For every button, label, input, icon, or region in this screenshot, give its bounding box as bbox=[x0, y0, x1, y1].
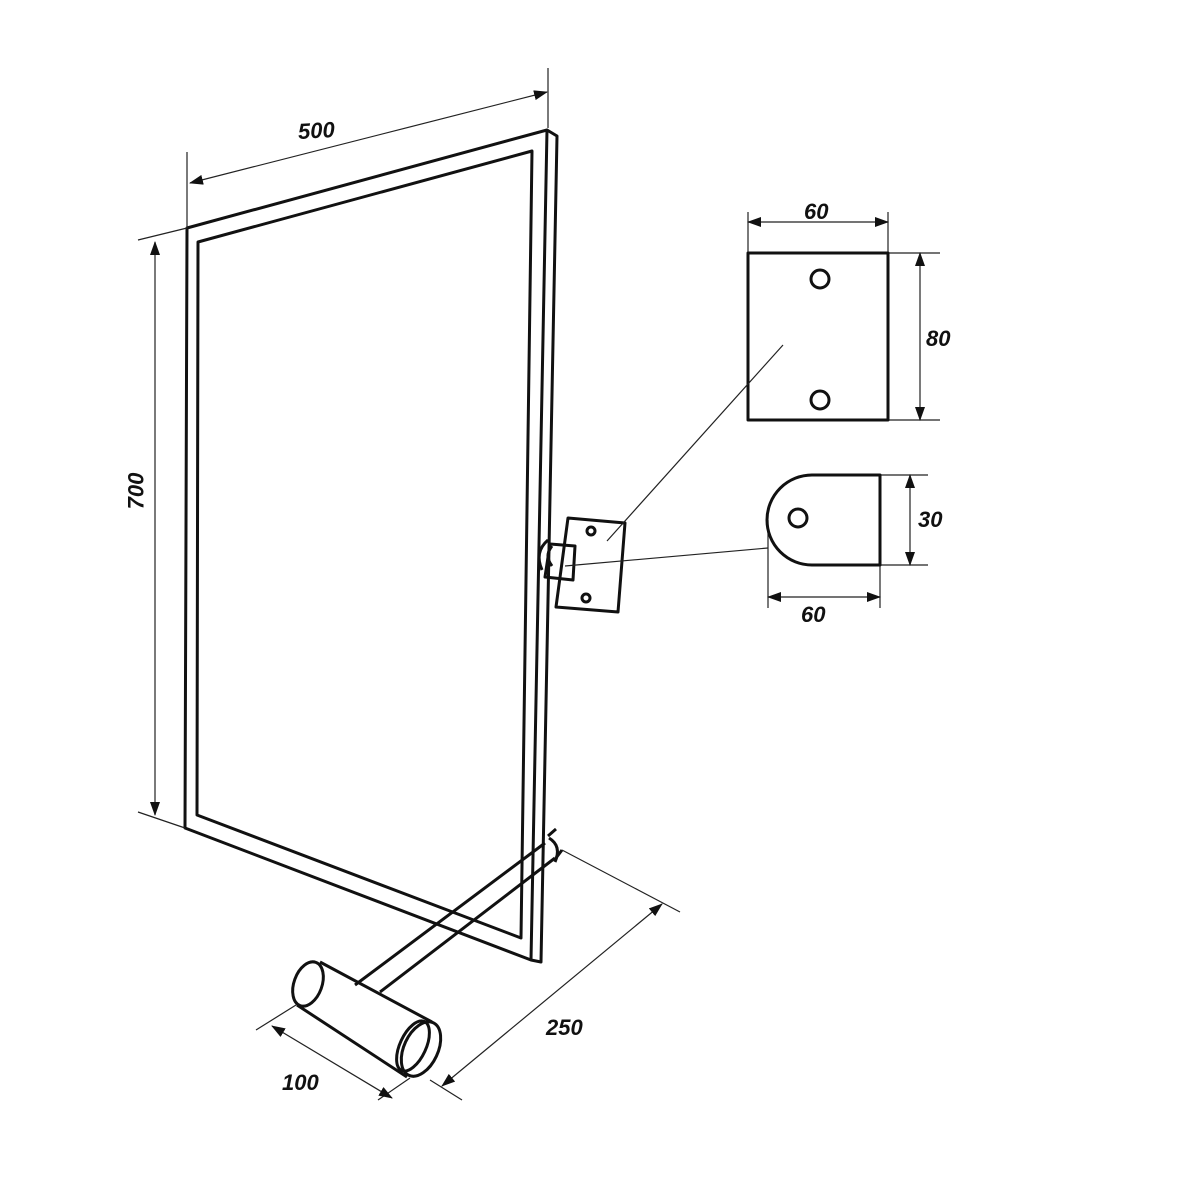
mirror-frame bbox=[183, 128, 559, 964]
plate-detail bbox=[746, 251, 890, 422]
dim-stand-length: 250 bbox=[546, 1015, 583, 1040]
leader-line-plate bbox=[606, 344, 784, 542]
dim-plate-height: 80 bbox=[926, 326, 951, 351]
dimension-lines bbox=[137, 68, 940, 1101]
tab-detail bbox=[765, 473, 882, 567]
dim-plate-width: 60 bbox=[804, 199, 829, 224]
leader-line-tab bbox=[564, 547, 769, 567]
hinge-bracket bbox=[537, 516, 627, 614]
dim-tab-height: 30 bbox=[918, 507, 943, 532]
dim-frame-width: 500 bbox=[297, 117, 336, 144]
dim-tab-width: 60 bbox=[801, 602, 826, 627]
dim-frame-height: 700 bbox=[123, 472, 149, 510]
dim-foot-length: 100 bbox=[282, 1070, 319, 1095]
